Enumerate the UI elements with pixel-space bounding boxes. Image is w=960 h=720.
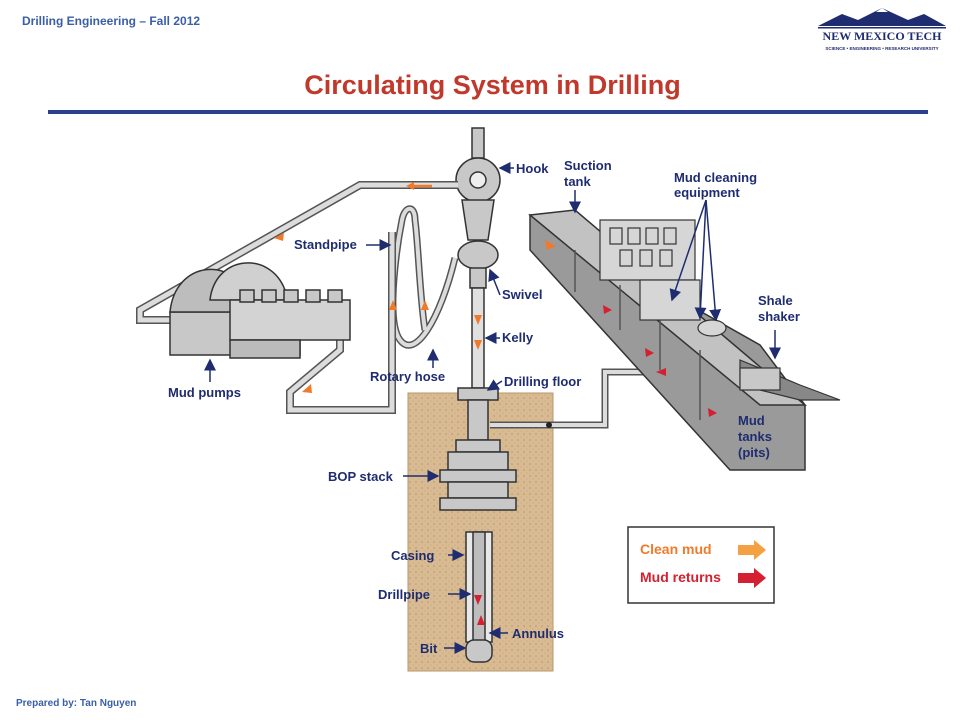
legend: Clean mud Mud returns xyxy=(627,526,775,604)
label-standpipe: Standpipe xyxy=(294,237,357,252)
university-logo xyxy=(818,8,946,29)
label-suction-tank-2: tank xyxy=(564,174,592,189)
label-bop-stack: BOP stack xyxy=(328,469,394,484)
footer-prepared-by: Prepared by: Tan Nguyen xyxy=(16,698,137,709)
logo-name: NEW MEXICO TECH xyxy=(823,29,943,43)
mud-pumps xyxy=(169,262,351,359)
label-swivel: Swivel xyxy=(502,287,542,302)
label-casing: Casing xyxy=(391,548,434,563)
label-mud-tanks-2: tanks xyxy=(738,429,772,444)
legend-clean-mud-arrow xyxy=(738,540,766,560)
mud-cleaning-equipment xyxy=(599,219,727,337)
legend-mud-returns: Mud returns xyxy=(640,569,721,585)
label-shale-shaker: Shale xyxy=(758,293,793,308)
label-annulus: Annulus xyxy=(512,626,564,641)
label-bit: Bit xyxy=(420,641,438,656)
page-title: Circulating System in Drilling xyxy=(304,70,681,100)
flow-arrows xyxy=(274,182,717,625)
legend-clean-mud: Clean mud xyxy=(640,541,712,557)
course-header: Drilling Engineering – Fall 2012 xyxy=(22,14,201,28)
label-suction-tank: Suction xyxy=(564,158,612,173)
legend-mud-returns-arrow xyxy=(738,568,766,588)
label-rotary-hose: Rotary hose xyxy=(370,369,445,384)
label-kelly: Kelly xyxy=(502,330,534,345)
label-mud-tanks: Mud xyxy=(738,413,765,428)
label-mud-cleaning-2: equipment xyxy=(674,185,740,200)
derrick-assembly xyxy=(439,127,517,663)
label-drilling-floor: Drilling floor xyxy=(504,374,581,389)
label-mud-tanks-3: (pits) xyxy=(738,445,770,460)
label-mud-cleaning: Mud cleaning xyxy=(674,170,757,185)
label-shale-shaker-2: shaker xyxy=(758,309,800,324)
shale-shaker xyxy=(739,359,841,401)
logo-tagline: SCIENCE • ENGINEERING • RESEARCH UNIVERS… xyxy=(825,46,938,51)
label-hook: Hook xyxy=(516,161,549,176)
label-mud-pumps: Mud pumps xyxy=(168,385,241,400)
title-underline xyxy=(48,110,928,114)
label-drillpipe: Drillpipe xyxy=(378,587,430,602)
